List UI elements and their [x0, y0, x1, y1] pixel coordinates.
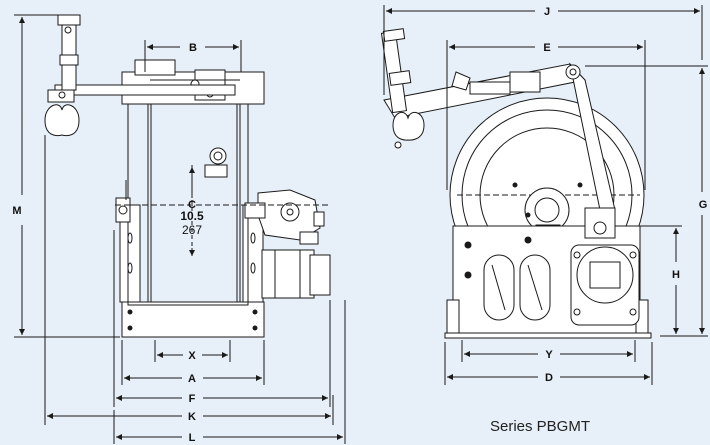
- label-x: X: [188, 350, 196, 362]
- label-m: M: [12, 205, 21, 217]
- label-d: D: [545, 372, 553, 384]
- dim-c-inches: 10.5: [180, 209, 204, 223]
- series-caption: Series PBGMT: [490, 418, 590, 435]
- label-a: A: [188, 373, 196, 385]
- side-view-dimensions: [14, 14, 346, 444]
- dimension-labels: M B C 10.5 267 X A F K L J E G H Y D Ser…: [12, 6, 707, 444]
- label-f: F: [189, 393, 196, 405]
- drive-motor: [261, 249, 315, 299]
- label-y: Y: [545, 349, 553, 361]
- label-e: E: [543, 42, 550, 54]
- front-view: [380, 28, 652, 339]
- arm-tower: [61, 14, 77, 91]
- label-c: C: [188, 199, 196, 211]
- label-l: L: [189, 432, 196, 444]
- front-view-dimensions: [383, 5, 708, 385]
- label-k: K: [188, 411, 196, 423]
- guide-arm: [54, 84, 236, 96]
- dim-c-mm: 267: [182, 223, 202, 237]
- side-view: [44, 14, 331, 338]
- base-plate: [121, 301, 265, 338]
- label-g: G: [699, 199, 708, 211]
- label-h: H: [672, 269, 680, 281]
- roller-guide: [44, 104, 80, 137]
- roller-guide-front: [392, 111, 425, 141]
- label-b: B: [189, 42, 197, 54]
- label-j: J: [544, 6, 550, 18]
